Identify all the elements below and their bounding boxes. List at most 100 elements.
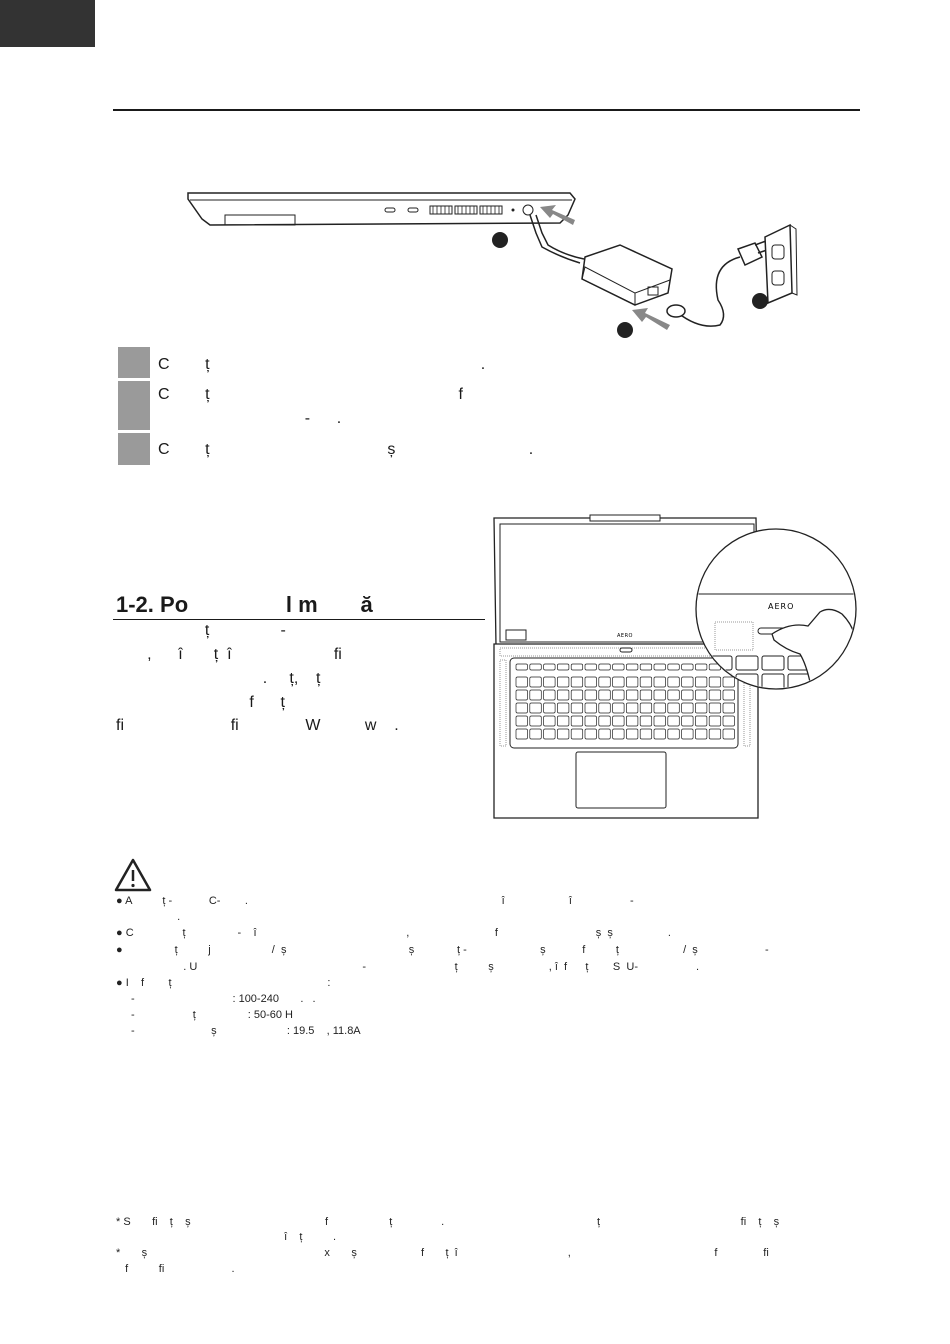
keyboard-key <box>543 715 556 727</box>
keyboard-key <box>529 663 542 671</box>
warning-item-1-line-1: ● A ț - C- . î î - <box>116 895 634 907</box>
keyboard-key <box>543 676 556 688</box>
footnote-2-line-2: f fi . <box>116 1263 235 1275</box>
keyboard-key <box>695 689 708 701</box>
keyboard-key <box>598 702 611 714</box>
laptop-side-view-illustration <box>187 192 576 226</box>
keyboard-key <box>708 728 722 740</box>
keyboard-key <box>667 715 680 727</box>
keyboard-key <box>612 689 625 701</box>
keyboard-key <box>529 689 542 701</box>
header-rule <box>113 109 860 111</box>
keyboard-key <box>570 663 584 671</box>
section-title-rule <box>113 619 485 620</box>
keyboard-key <box>529 715 542 727</box>
keyboard-key <box>612 663 625 671</box>
keyboard-key <box>515 715 528 727</box>
keyboard-key <box>639 676 653 688</box>
keyboard-key <box>653 728 666 740</box>
laptop-top-view-illustration: AERO AERO <box>493 514 857 819</box>
keyboard-key <box>722 715 735 727</box>
keyboard-key <box>722 689 735 701</box>
keyboard-key <box>626 702 639 714</box>
keyboard-key <box>639 728 653 740</box>
keyboard-key <box>626 676 639 688</box>
keyboard-key <box>708 676 722 688</box>
keyboard-key <box>639 702 653 714</box>
warning-item-3-line-1: ● ț j / ș ș ț - ș f ț / ș <box>116 944 769 956</box>
warning-item-4-line-1: ● I f ț : <box>116 977 331 989</box>
keyboard-key <box>681 715 694 727</box>
keyboard-key <box>598 728 611 740</box>
keyboard-key <box>570 689 584 701</box>
footnote-2-line-1: * ș x ș f ț î , f <box>116 1247 769 1259</box>
section-body-line: fi fi W w . <box>116 717 399 734</box>
keyboard-key <box>515 676 528 688</box>
section-title: 1-2. Po l m ă <box>116 592 373 617</box>
keyboard-key <box>584 676 597 688</box>
keyboard-key <box>708 689 722 701</box>
keyboard-key <box>667 728 680 740</box>
keyboard-key <box>653 715 666 727</box>
footnote-1-line-2: î ț . <box>116 1231 337 1243</box>
step-2-text-line-2: - . <box>158 410 342 427</box>
keyboard-key <box>598 663 611 671</box>
step-1-text: C ț . <box>158 356 486 373</box>
keyboard-key <box>639 663 653 671</box>
keyboard-key <box>529 728 542 740</box>
keyboard-key <box>722 676 735 688</box>
warning-item-1-line-2: . <box>116 911 181 923</box>
keyboard-key <box>667 676 680 688</box>
power-adapter-illustration <box>581 244 673 306</box>
keyboard-key <box>515 663 528 671</box>
power-setup-illustration <box>187 192 798 338</box>
spec-input-frequency: - ț : 50-60 H <box>131 1009 293 1021</box>
keyboard-key <box>626 728 639 740</box>
warning-triangle-icon <box>114 858 152 892</box>
keyboard-key <box>722 728 735 740</box>
keyboard-key <box>708 715 722 727</box>
warning-item-3-line-2: . U - ț ș , î f ț S U- . <box>116 961 700 973</box>
keyboard-key <box>722 702 735 714</box>
section-body-line: , î ț î fi <box>116 646 342 663</box>
keyboard-key <box>584 702 597 714</box>
svg-text:AERO: AERO <box>617 633 633 639</box>
keyboard-key <box>695 702 708 714</box>
keyboard-key <box>598 689 611 701</box>
keyboard-key <box>667 689 680 701</box>
section-body-line: ț - <box>116 622 286 639</box>
spec-input-voltage: - : 100-240 . . <box>131 993 316 1005</box>
keyboard-key <box>653 663 666 671</box>
keyboard-key <box>515 689 528 701</box>
step-marker-1 <box>118 347 150 378</box>
keyboard-key <box>584 728 597 740</box>
keyboard-key <box>570 702 584 714</box>
footnote-1-line-1: * S fi ț ș f ț . ț <box>116 1216 780 1228</box>
keyboard-key <box>570 728 584 740</box>
keyboard-key <box>557 728 570 740</box>
keyboard-key <box>695 728 708 740</box>
keyboard-key <box>543 689 556 701</box>
keyboard-key <box>695 715 708 727</box>
chapter-tab <box>0 0 95 47</box>
keyboard-key <box>681 663 694 671</box>
keyboard-key <box>626 715 639 727</box>
keyboard-key <box>529 702 542 714</box>
keyboard-key <box>557 702 570 714</box>
section-body-line: . ț, ț <box>116 670 321 687</box>
warning-item-2-line-1: ● C ț - î , f ș ș . <box>116 927 671 939</box>
keyboard-key <box>612 676 625 688</box>
keyboard-key <box>598 715 611 727</box>
keyboard-key <box>695 676 708 688</box>
keyboard-key <box>515 728 528 740</box>
wall-outlet-icon <box>764 223 798 305</box>
keyboard-key <box>570 676 584 688</box>
keyboard-key <box>639 689 653 701</box>
keyboard-key <box>653 676 666 688</box>
keyboard-key <box>653 702 666 714</box>
keyboard-key <box>653 689 666 701</box>
keyboard-key <box>557 715 570 727</box>
section-body-line: f ț <box>116 694 285 711</box>
step-marker-3 <box>118 433 150 465</box>
step-2-text-line-1: C ț f <box>158 386 463 403</box>
